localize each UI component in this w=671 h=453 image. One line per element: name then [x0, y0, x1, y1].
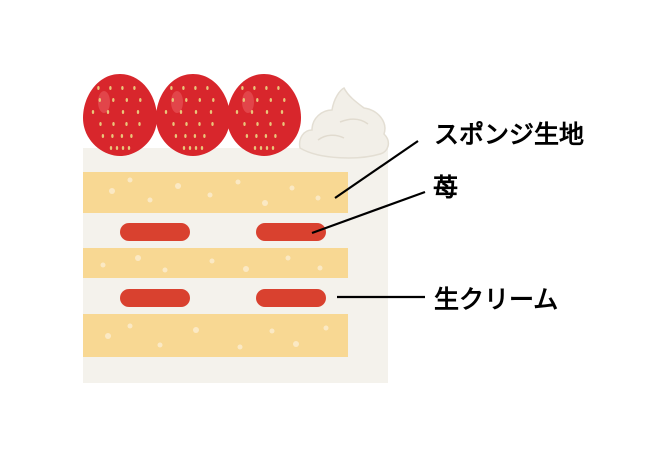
- leader-line-sponge: [334, 140, 419, 199]
- sponge-layer-middle: [83, 248, 348, 278]
- label-cream: 生クリーム: [434, 285, 559, 314]
- strawberry-slice: [120, 289, 190, 307]
- label-strawberry: 苺: [433, 173, 459, 202]
- strawberry-slice: [256, 289, 326, 307]
- whipped-cream-icon: [298, 86, 390, 159]
- label-sponge: スポンジ生地: [434, 120, 585, 149]
- sponge-layer-bottom: [83, 314, 348, 357]
- strawberry-slice: [120, 223, 190, 241]
- sponge-texture: [100, 177, 329, 350]
- leader-line-strawberry: [311, 190, 426, 235]
- sponge-layer-top: [83, 172, 348, 213]
- strawberry-icon: [227, 74, 301, 156]
- strawberry-icon: [83, 74, 157, 156]
- strawberry-slice: [256, 223, 326, 241]
- strawberry-icon: [156, 74, 230, 156]
